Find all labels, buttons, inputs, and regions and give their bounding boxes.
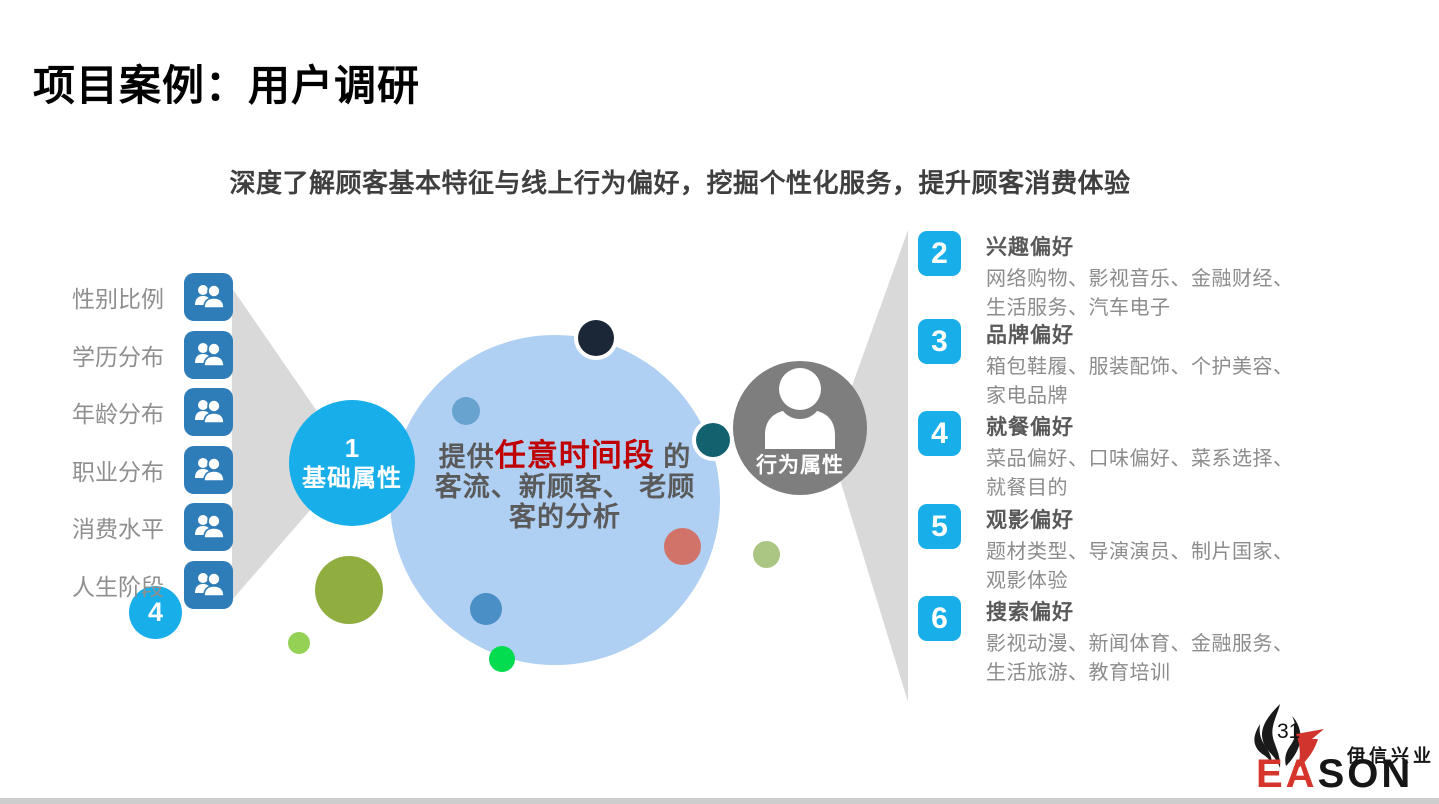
bubble-line1-suffix: 的	[654, 442, 692, 472]
left-attribute-row: 消费水平	[72, 503, 233, 551]
preference-title: 兴趣偏好	[986, 236, 1074, 259]
people-group-icon	[184, 503, 233, 551]
page-subtitle: 深度了解顾客基本特征与线上行为偏好，挖掘个性化服务，提升顾客消费体验	[229, 168, 1131, 198]
preference-title: 就餐偏好	[986, 416, 1074, 439]
company-name: 伊信兴业	[1347, 746, 1435, 766]
people-group-icon	[184, 561, 233, 609]
teal-dot	[696, 423, 730, 457]
step-badge: 4	[129, 586, 182, 639]
steel-blue-dot-small	[452, 397, 480, 425]
preference-item: 5 观影偏好 题材类型、导演演员、制片国家、观影体验	[918, 504, 1301, 596]
preference-description: 影视动漫、新闻体育、金融服务、生活旅游、教育培训	[986, 633, 1294, 684]
preference-title: 观影偏好	[986, 509, 1074, 532]
left-attribute-label: 消费水平	[72, 516, 164, 542]
preference-number-badge: 3	[918, 319, 961, 364]
preference-number-badge: 5	[918, 504, 961, 549]
preference-description: 箱包鞋履、服装配饰、个护美容、家电品牌	[986, 356, 1294, 407]
left-attribute-label: 职业分布	[72, 459, 164, 485]
olive-dot	[315, 556, 383, 624]
navy-dot	[578, 320, 614, 356]
people-group-icon	[184, 273, 233, 321]
bubble-line2: 客流、新顾客、 老顾	[434, 472, 696, 502]
steel-blue-dot	[470, 593, 502, 625]
behavior-attribute-node: 行为属性	[733, 361, 867, 495]
left-attribute-row: 性别比例	[72, 273, 233, 321]
salmon-dot	[664, 528, 701, 565]
light-green-dot	[288, 632, 310, 654]
brand-red-part: EA	[1256, 752, 1318, 796]
left-attribute-label: 年龄分布	[72, 401, 164, 427]
person-icon	[765, 368, 835, 449]
preference-description: 菜品偏好、口味偏好、菜系选择、就餐目的	[986, 448, 1294, 499]
flame-logo-icon	[1254, 704, 1324, 770]
analysis-bubble-text: 提供任意时间段 的 客流、新顾客、 老顾 客的分析	[405, 438, 725, 532]
preference-item: 3 品牌偏好 箱包鞋履、服装配饰、个护美容、家电品牌	[918, 319, 1301, 411]
left-attribute-label: 学历分布	[72, 344, 164, 370]
preference-title: 品牌偏好	[986, 324, 1074, 347]
preference-description: 网络购物、影视音乐、金融财经、生活服务、汽车电子	[986, 268, 1294, 319]
preference-item: 2 兴趣偏好 网络购物、影视音乐、金融财经、生活服务、汽车电子	[918, 231, 1301, 323]
left-attribute-row: 职业分布	[72, 446, 233, 494]
left-attribute-row: 学历分布	[72, 331, 233, 379]
sage-dot	[753, 541, 780, 568]
preference-title: 搜索偏好	[986, 601, 1074, 624]
bubble-highlight: 任意时间段	[494, 438, 655, 473]
behavior-node-label: 行为属性	[756, 454, 844, 477]
preference-number-badge: 4	[918, 411, 961, 456]
people-group-icon	[184, 331, 233, 379]
brand-black-part: SON	[1317, 752, 1414, 796]
left-attribute-label: 人生阶段	[72, 574, 164, 600]
left-attribute-label: 性别比例	[72, 286, 164, 312]
brand-wordmark: EASON	[1256, 754, 1413, 794]
preference-description: 题材类型、导演演员、制片国家、观影体验	[986, 541, 1294, 592]
preference-item: 4 就餐偏好 菜品偏好、口味偏好、菜系选择、就餐目的	[918, 411, 1301, 503]
preference-number-badge: 2	[918, 231, 961, 276]
left-attribute-row: 年龄分布	[72, 388, 233, 436]
slide-bottom-edge	[0, 798, 1439, 804]
preference-item: 6 搜索偏好 影视动漫、新闻体育、金融服务、生活旅游、教育培训	[918, 596, 1301, 688]
page-title: 项目案例：用户调研	[33, 62, 421, 109]
base-node-label: 基础属性	[302, 465, 402, 492]
bright-green-dot	[489, 646, 515, 672]
company-logo: 31 伊信兴业 EASON	[1240, 698, 1439, 798]
right-funnel-shape	[830, 230, 908, 702]
preference-number-badge: 6	[918, 596, 961, 641]
bubble-line1-prefix: 提供	[438, 442, 495, 472]
page-number: 31	[1277, 720, 1301, 743]
people-group-icon	[184, 388, 233, 436]
base-node-number: 1	[344, 433, 360, 463]
left-attribute-row: 人生阶段	[72, 561, 233, 609]
bubble-line3: 客的分析	[509, 502, 621, 532]
base-attribute-node: 1 基础属性	[289, 400, 415, 526]
people-group-icon	[184, 446, 233, 494]
analysis-bubble	[390, 335, 720, 665]
